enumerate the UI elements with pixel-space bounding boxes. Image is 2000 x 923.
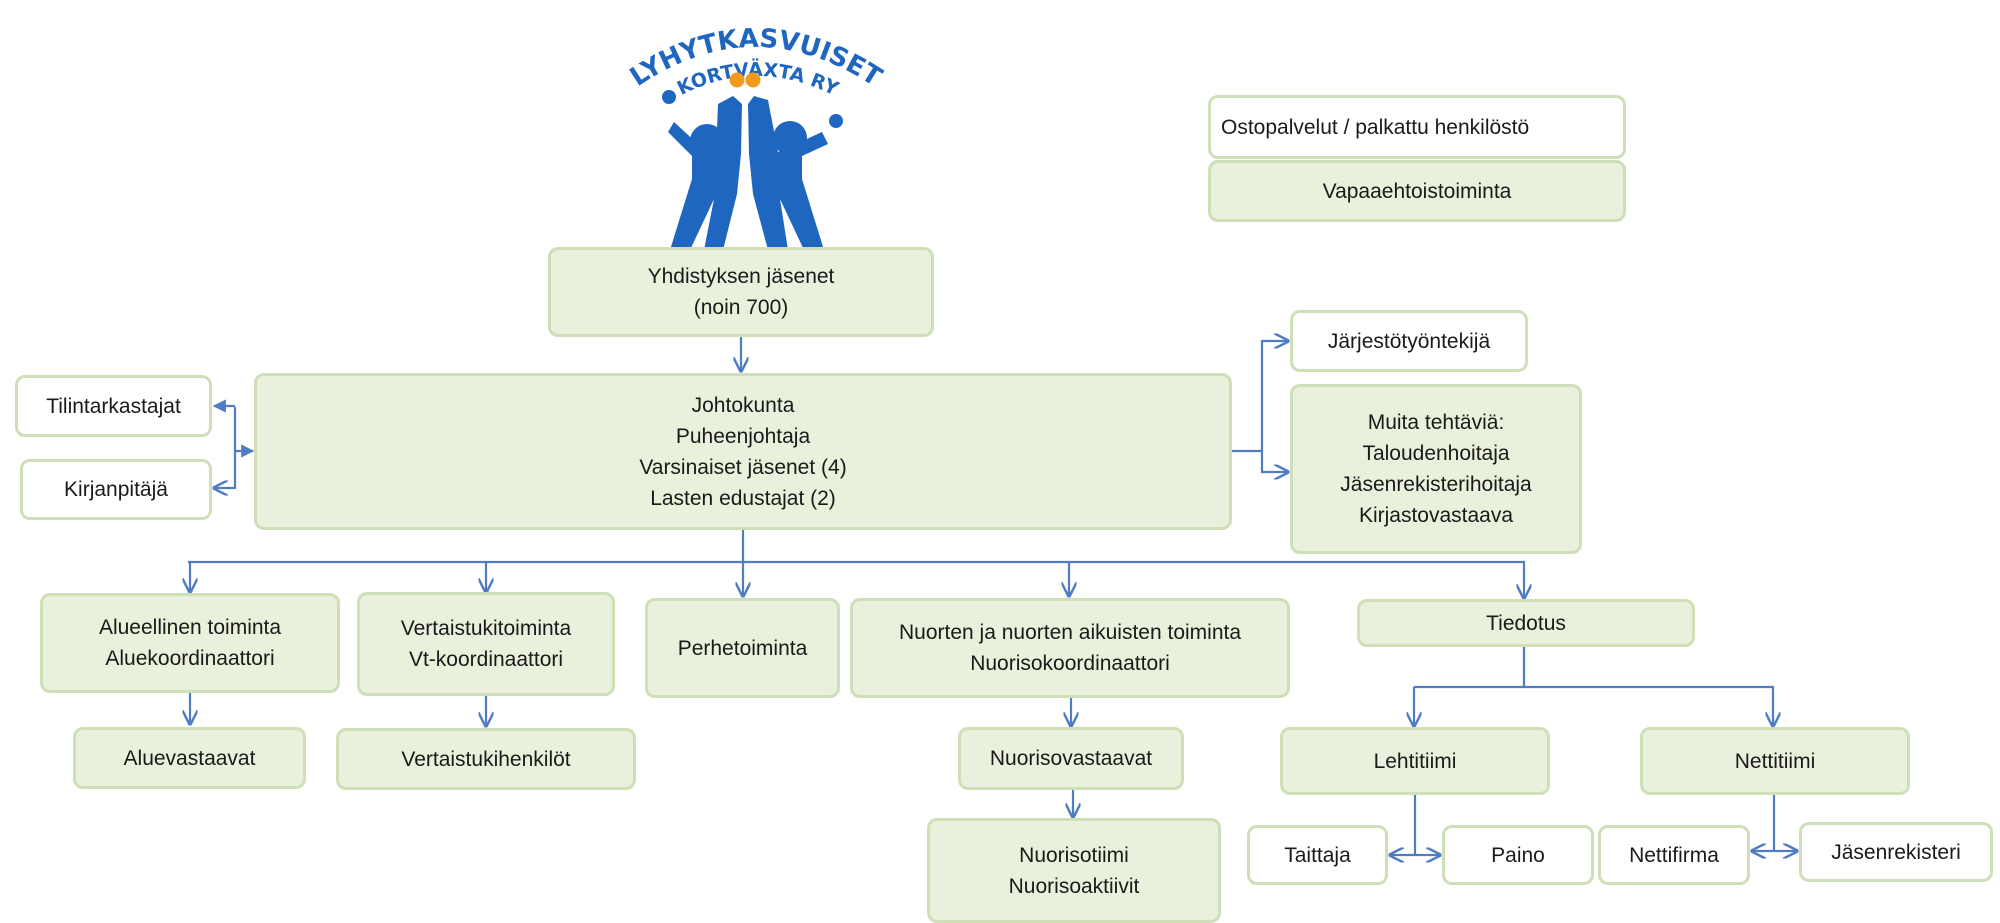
magazine-team-box: Lehtitiimi (1280, 727, 1550, 795)
peer-support-box: Vertaistukitoiminta Vt-koordinaattori (357, 592, 615, 696)
youth-team-box: Nuorisotiimi Nuorisoaktiivit (927, 818, 1221, 923)
youth-coordinator: Nuorisokoordinaattori (970, 652, 1170, 675)
web-team-box: Nettitiimi (1640, 727, 1910, 795)
peer-support-title: Vertaistukitoiminta (400, 617, 572, 640)
peer-support-coordinator: Vt-koordinaattori (408, 648, 564, 671)
other-tasks-title: Muita tehtäviä: (1367, 411, 1505, 434)
figures-icon (662, 90, 843, 250)
member-registry-box: Jäsenrekisteri (1799, 822, 1993, 882)
board-child-reps: Lasten edustajat (2) (650, 486, 836, 510)
board-members: Varsinaiset jäsenet (4) (639, 455, 847, 479)
layout-artist-box: Taittaja (1247, 825, 1388, 885)
accountant-label: Kirjanpitäjä (64, 478, 168, 501)
printing-label: Paino (1491, 843, 1545, 867)
youth-team-title: Nuorisotiimi (1019, 843, 1129, 867)
auditors-label: Tilintarkastajat (46, 394, 181, 418)
auditors-box: Tilintarkastajat (15, 375, 212, 437)
info-label: Tiedotus (1486, 611, 1566, 635)
other-tasks-librarian: Kirjastovastaava (1358, 504, 1514, 527)
printing-box: Paino (1442, 825, 1594, 885)
magazine-team-label: Lehtitiimi (1373, 749, 1457, 773)
board-title: Johtokunta (691, 393, 795, 417)
youth-title: Nuorten ja nuorten aikuisten toiminta (898, 621, 1242, 644)
legend-volunteer-label: Vapaaehtoistoiminta (1322, 179, 1512, 203)
web-team-label: Nettitiimi (1734, 749, 1816, 773)
youth-team-activists: Nuorisoaktiivit (1008, 874, 1140, 898)
org-worker-label: Järjestötyöntekijä (1327, 329, 1491, 353)
legend-paid-staff: Ostopalvelut / palkattu henkilöstö (1208, 95, 1626, 159)
board-chair: Puheenjohtaja (675, 424, 811, 448)
regional-coordinator: Aluekoordinaattori (105, 647, 275, 670)
regional-reps-label: Aluevastaavat (123, 746, 256, 770)
org-worker-box: Järjestötyöntekijä (1290, 310, 1528, 372)
regional-title: Alueellinen toiminta (98, 616, 282, 639)
members-box: Yhdistyksen jäsenet (noin 700) (548, 247, 934, 337)
orange-dots (729, 72, 761, 88)
youth-box: Nuorten ja nuorten aikuisten toiminta Nu… (850, 598, 1290, 698)
accountant-box: Kirjanpitäjä (20, 459, 212, 520)
family-box: Perhetoiminta (645, 598, 840, 698)
youth-reps-box: Nuorisovastaavat (958, 727, 1184, 790)
layout-artist-label: Taittaja (1284, 843, 1351, 867)
members-title: Yhdistyksen jäsenet (647, 265, 835, 288)
other-tasks-treasurer: Taloudenhoitaja (1362, 442, 1510, 465)
web-company-label: Nettifirma (1629, 843, 1719, 867)
info-box: Tiedotus (1357, 599, 1695, 647)
member-registry-label: Jäsenrekisteri (1831, 840, 1961, 864)
regional-reps-box: Aluevastaavat (73, 727, 306, 789)
web-company-box: Nettifirma (1598, 825, 1750, 885)
peer-persons-box: Vertaistukihenkilöt (336, 728, 636, 790)
board-box: Johtokunta Puheenjohtaja Varsinaiset jäs… (254, 373, 1232, 530)
youth-reps-label: Nuorisovastaavat (989, 747, 1153, 770)
other-tasks-registrar: Jäsenrekisterihoitaja (1340, 473, 1532, 496)
family-label: Perhetoiminta (677, 636, 808, 660)
association-logo: LYHYTKASVUISET KORTVÄXTA RY (625, 24, 887, 250)
regional-box: Alueellinen toiminta Aluekoordinaattori (40, 593, 340, 693)
members-count: (noin 700) (693, 296, 789, 319)
peer-persons-label: Vertaistukihenkilöt (401, 747, 571, 771)
legend-volunteer: Vapaaehtoistoiminta (1208, 160, 1626, 222)
other-tasks-box: Muita tehtäviä: Taloudenhoitaja Jäsenrek… (1290, 384, 1582, 554)
legend-paid-staff-label: Ostopalvelut / palkattu henkilöstö (1221, 115, 1530, 139)
